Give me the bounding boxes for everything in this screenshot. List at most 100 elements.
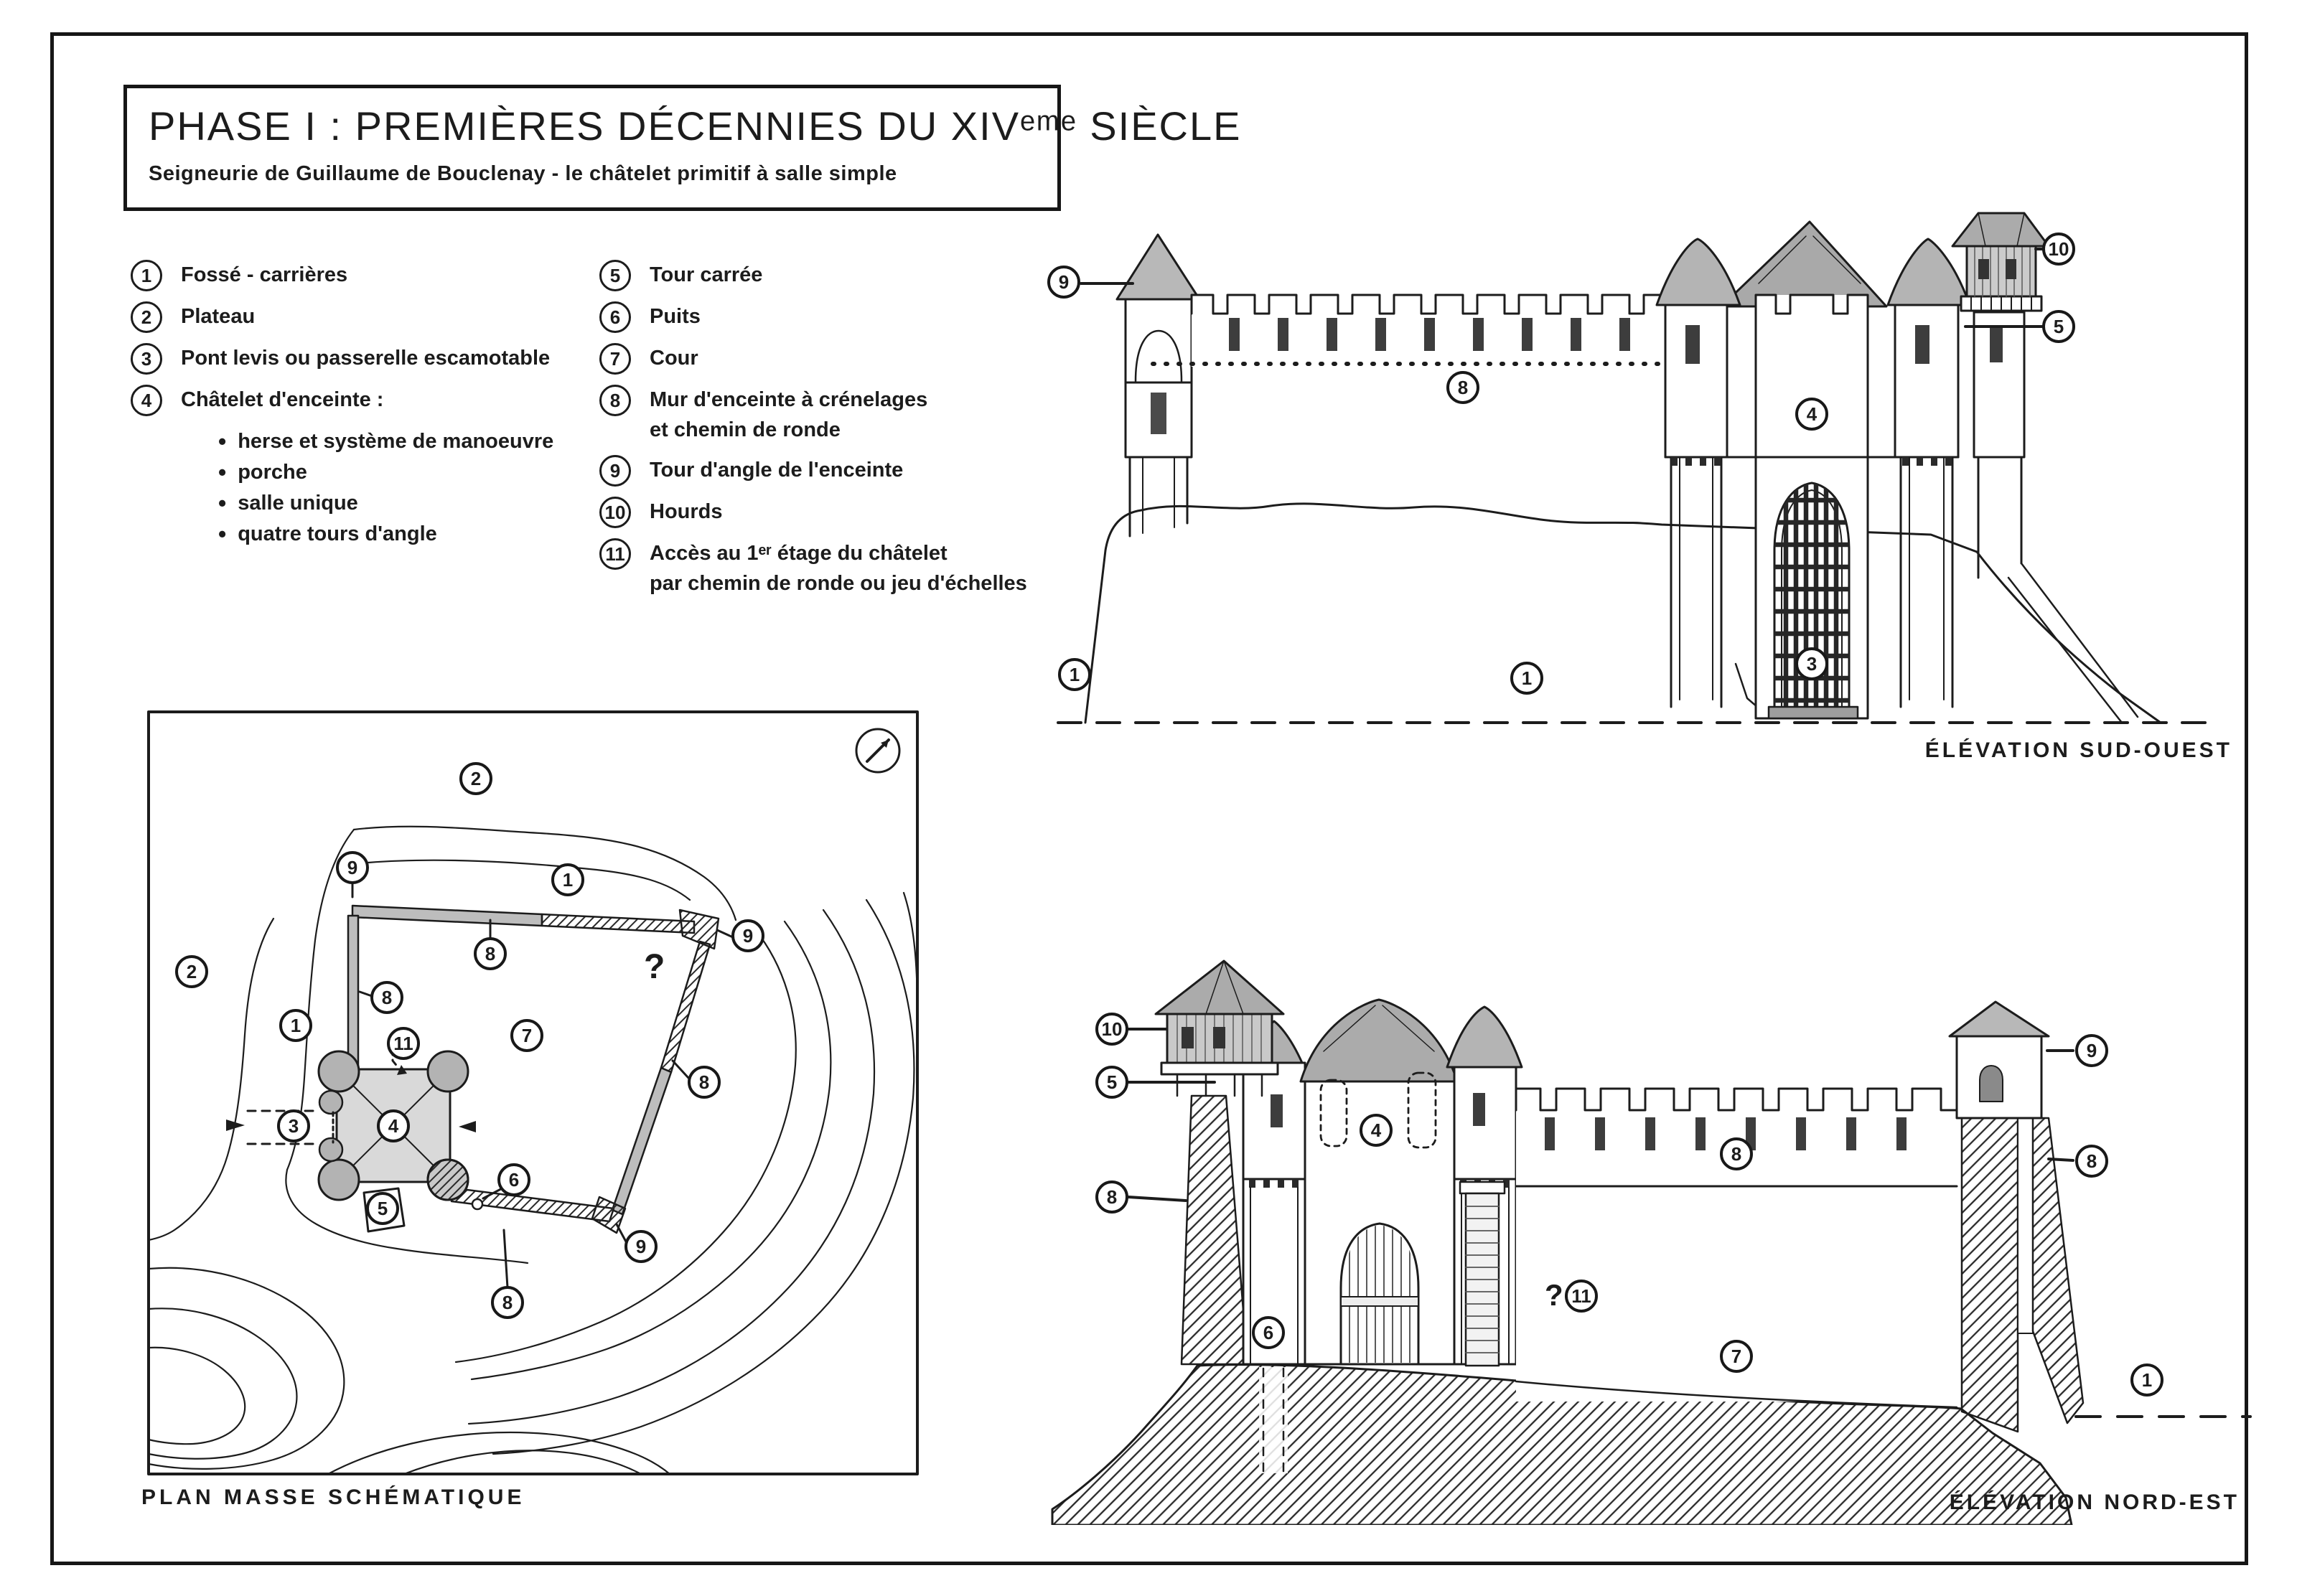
legend-label: Fossé - carrières (181, 263, 348, 286)
bullet-dot: • (218, 459, 227, 485)
central-roof (1299, 998, 1459, 1083)
callout-8: 8 (688, 1066, 721, 1099)
legend-bullet: • herse et système de manoeuvre (218, 426, 590, 457)
legend-label: Cour (650, 347, 698, 370)
dashed-slit (1407, 1071, 1437, 1149)
legend-item-6: 6 Puits (599, 301, 1087, 333)
elevation-nord-est-drawing (1051, 959, 2252, 1525)
callout-10: 10 (2042, 233, 2075, 266)
callout-3: 3 (277, 1109, 310, 1142)
legend-label: Pont levis ou passerelle escamotable (181, 347, 551, 370)
callout-10: 10 (1095, 1013, 1128, 1046)
legend-number-badge: 5 (599, 260, 631, 291)
access-ladder (1459, 1180, 1506, 1367)
callout-3: 3 (1795, 647, 1828, 680)
legend-item-5: 5 Tour carrée (599, 260, 1087, 291)
legend-item-2: 2 Plateau (131, 301, 590, 333)
corner-tower (1080, 233, 1201, 538)
legend-item-7: 7 Cour (599, 343, 1087, 375)
legend-bullet-label: porche (238, 461, 307, 484)
left-wall-hatched (1180, 1094, 1249, 1366)
legend-label: Châtelet d'enceinte : (181, 388, 384, 411)
courtyard-ground (1515, 1380, 1958, 1409)
callout-4: 4 (1360, 1114, 1393, 1147)
legend-number-badge: 7 (599, 343, 631, 375)
bullet-dot: • (218, 428, 227, 454)
callout-6: 6 (1252, 1316, 1285, 1349)
legend-label: Tour d'angle de l'enceinte (650, 459, 904, 482)
sheet-border (50, 32, 2248, 1565)
hoarding (1154, 959, 1285, 1097)
legend-number-badge: 2 (131, 301, 162, 333)
legend-number-badge: 9 (599, 455, 631, 487)
elevation-sud-ouest-drawing (1057, 212, 2219, 724)
figure-caption: PLAN MASSE SCHÉMATIQUE (141, 1485, 525, 1509)
callout-8: 8 (1720, 1137, 1753, 1170)
callout-2: 2 (459, 762, 492, 795)
well-shaft (1262, 1367, 1285, 1473)
callout-5: 5 (1095, 1066, 1128, 1099)
hill-outline (1084, 502, 2162, 724)
callout-8: 8 (370, 981, 403, 1014)
dashed-slit (1319, 1079, 1348, 1147)
callout-2: 2 (175, 955, 208, 988)
corner-tower (1948, 1000, 2085, 1433)
callout-7: 7 (1720, 1340, 1753, 1373)
callout-4: 4 (1795, 398, 1828, 431)
legend-item-3: 3 Pont levis ou passerelle escamotable (131, 343, 590, 375)
left-tower-roof (1655, 238, 1741, 306)
page-subtitle: Seigneurie de Guillaume de Bouclenay - l… (149, 162, 897, 185)
legend-bullet-label: quatre tours d'angle (238, 522, 437, 545)
callout-7: 7 (510, 1019, 543, 1052)
figure-caption: ÉLÉVATION NORD-EST (1949, 1491, 2240, 1514)
callout-11: 11 (1565, 1280, 1598, 1313)
enceinte (347, 904, 720, 1234)
title-box: PHASE I : PREMIÈRES DÉCENNIES DU XIVᵉᵐᵉ … (123, 85, 1242, 211)
legend-bullet-label: herse et système de manoeuvre (238, 430, 554, 453)
legend-right-column: 5 Tour carrée 6 Puits 7 Cour 8 Mur d'enc… (599, 260, 1087, 609)
legend-number-badge: 1 (131, 260, 162, 291)
legend-number-badge: 3 (131, 343, 162, 375)
callout-9: 9 (336, 851, 369, 884)
bullet-dot: • (218, 521, 227, 547)
hoarding (1951, 212, 2050, 312)
legend-label: Accès au 1ᵉʳ étage du châtelet par chemi… (650, 542, 1027, 595)
legend-number-badge: 4 (131, 385, 162, 416)
well (471, 1198, 484, 1211)
callout-4: 4 (377, 1109, 410, 1142)
legend-bullet: • salle unique (218, 488, 590, 519)
leader-lines (226, 881, 734, 1289)
legend-bullet-label: salle unique (238, 492, 358, 515)
chatelet-plan (317, 1050, 484, 1233)
arrow-slits (1545, 1117, 1907, 1150)
bullet-dot: • (218, 490, 227, 516)
callout-9: 9 (731, 919, 764, 952)
callout-9: 9 (1047, 266, 1080, 299)
figure-caption: ÉLÉVATION SUD-OUEST (1924, 738, 2232, 762)
legend-label: Hourds (650, 500, 723, 523)
legend-number-badge: 6 (599, 301, 631, 333)
legend-item-1: 1 Fossé - carrières (131, 260, 590, 291)
legend-item-4-bullets: • herse et système de manoeuvre • porche •… (218, 426, 590, 550)
legend-bullet: • quatre tours d'angle (218, 519, 590, 550)
callout-8: 8 (474, 937, 507, 970)
page-title: PHASE I : PREMIÈRES DÉCENNIES DU XIVᵉᵐᵉ … (149, 103, 1242, 149)
question-mark: ? (1545, 1278, 1563, 1312)
right-tower-roof (1886, 238, 1971, 306)
callout-9: 9 (624, 1230, 658, 1263)
callout-11: 11 (387, 1027, 420, 1060)
legend-number-badge: 11 (599, 538, 631, 570)
callout-5: 5 (2042, 310, 2075, 343)
callout-9: 9 (2075, 1034, 2108, 1067)
north-arrow-icon (855, 728, 901, 774)
legend-item-4: 4 Châtelet d'enceinte : (131, 385, 590, 416)
legend-label: Mur d'enceinte à crénelages et chemin de… (650, 388, 928, 441)
legend-label: Tour carrée (650, 263, 763, 286)
plan-frame (147, 710, 919, 1475)
legend-left-column: 1 Fossé - carrières 2 Plateau 3 Pont lev… (131, 260, 590, 557)
contour-lines (147, 825, 919, 1475)
legend-label: Puits (650, 305, 701, 328)
